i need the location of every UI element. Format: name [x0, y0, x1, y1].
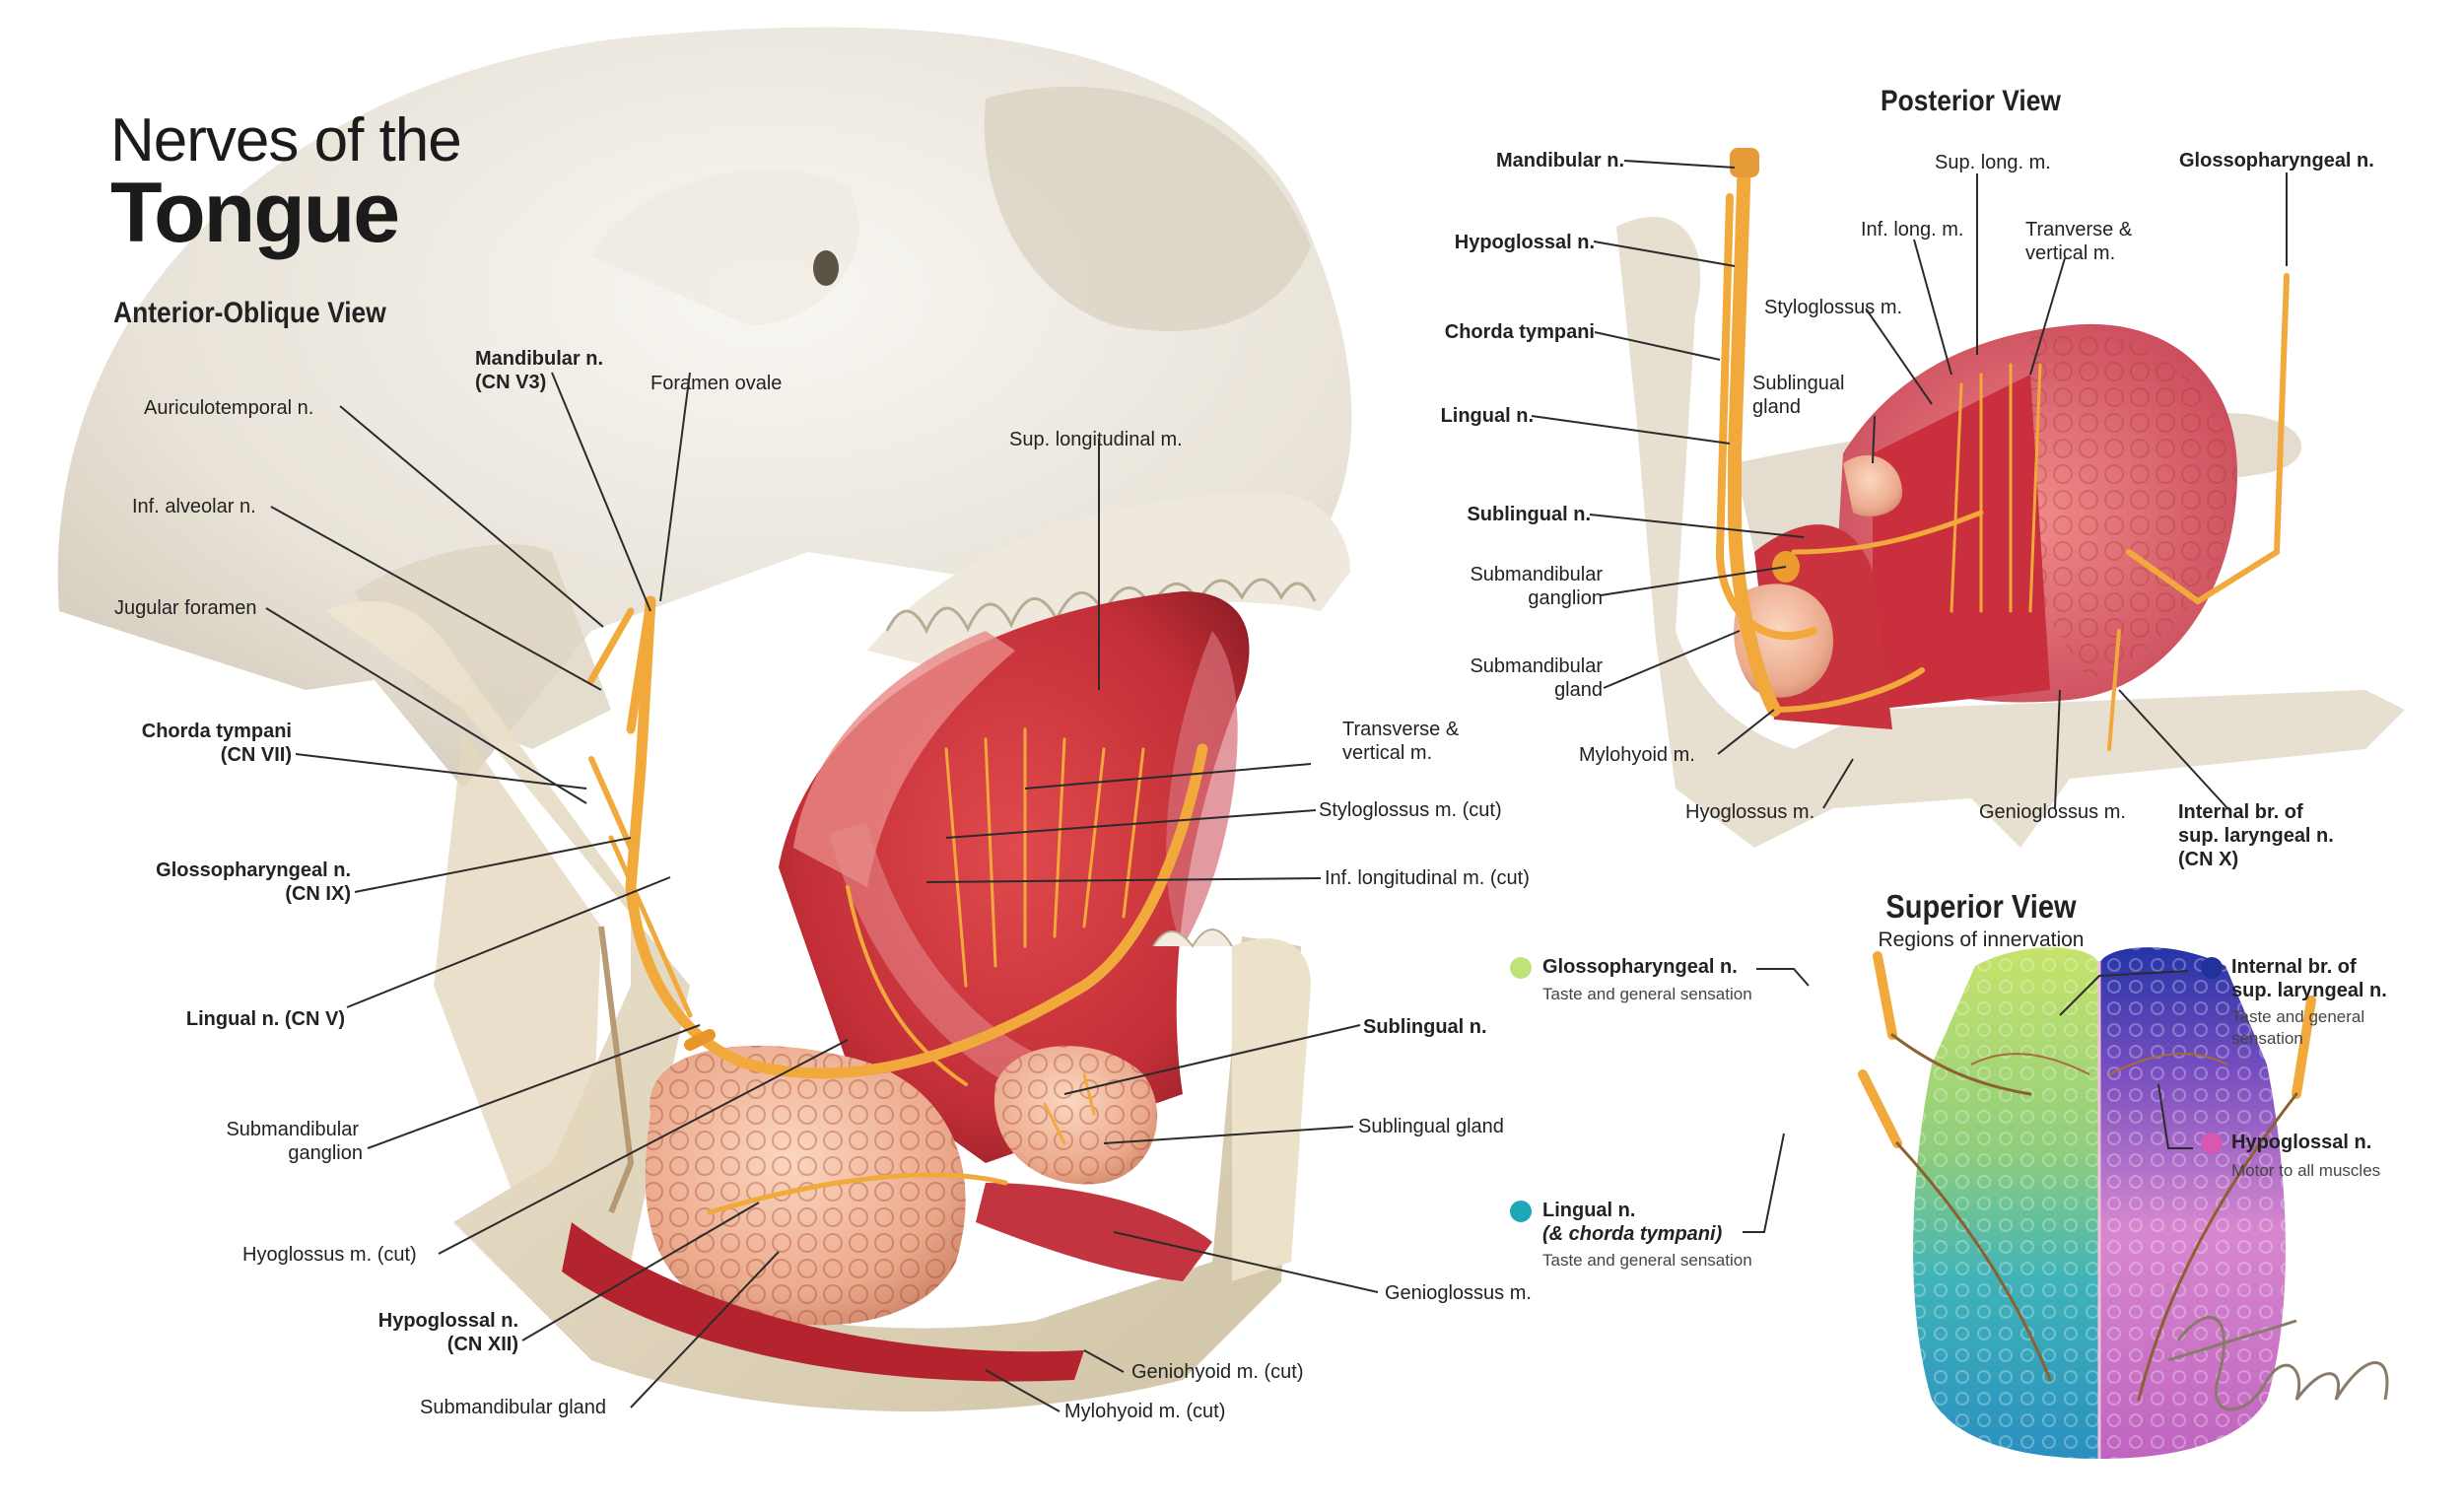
post-label-subm-gland-2: gland [1554, 679, 1603, 701]
post-label-glossopharyngeal: Glossopharyngeal n. [2179, 150, 2374, 172]
label-foramen-ovale: Foramen ovale [650, 373, 783, 394]
legend-glossopharyngeal-name: Glossopharyngeal n. [1542, 956, 1738, 978]
post-label-transverse-2: vertical m. [2025, 242, 2116, 264]
legend-dot-hypoglossal [2201, 1133, 2223, 1154]
post-label-mylohyoid: Mylohyoid m. [1579, 744, 1695, 766]
leader-lines [265, 160, 2288, 1412]
skull [57, 27, 1352, 789]
label-chorda-tympani: Chorda tympani [141, 721, 292, 742]
tongue-anterior [779, 591, 1250, 1163]
legend-internal-desc-2: sensation [2231, 1029, 2303, 1048]
legend-hypoglossal-desc: Motor to all muscles [2231, 1161, 2381, 1180]
label-lingual-n: Lingual n. (CN V) [185, 1008, 345, 1030]
label-chorda-cn: (CN VII) [220, 744, 292, 766]
post-label-subm-ganglion-1: Submandibular [1470, 564, 1603, 585]
label-jugular-foramen: Jugular foramen [114, 597, 257, 619]
sublingual-gland [993, 1046, 1158, 1185]
legend-dot-internal-branch [2201, 957, 2223, 979]
legend-lingual-name-1: Lingual n. [1542, 1200, 1636, 1221]
post-label-sublingual: Sublingual n. [1467, 504, 1591, 525]
nerves-posterior [1715, 148, 2290, 751]
post-label-sup-long: Sup. long. m. [1935, 152, 2051, 173]
label-mandibular-cn: (CN V3) [475, 372, 547, 393]
post-label-chorda: Chorda tympani [1444, 321, 1595, 343]
label-submandibular-gland: Submandibular gland [420, 1397, 607, 1418]
post-label-styloglossus: Styloglossus m. [1764, 297, 1903, 318]
legend-dot-lingual [1510, 1201, 1532, 1222]
label-glossopharyngeal-cn: (CN IX) [285, 883, 351, 905]
genioglossus-muscle [562, 1183, 1212, 1382]
label-styloglossus-cut: Styloglossus m. (cut) [1319, 799, 1502, 821]
label-inf-alveolar: Inf. alveolar n. [132, 496, 256, 517]
label-subm-ganglion-2: ganglion [288, 1142, 363, 1164]
post-label-subm-gland-1: Submandibular [1470, 655, 1603, 677]
artist-signature [2154, 1291, 2400, 1439]
posterior-view-heading: Posterior View [1881, 85, 2061, 117]
label-auriculotemporal: Auriculotemporal n. [144, 397, 314, 419]
post-label-internal-1: Internal br. of [2178, 801, 2303, 823]
legend-glossopharyngeal-desc: Taste and general sensation [1542, 985, 1752, 1003]
legend-hypoglossal-name: Hypoglossal n. [2231, 1132, 2372, 1153]
legend-lingual-name-2: (& chorda tympani) [1542, 1223, 1723, 1245]
label-mylohyoid-cut: Mylohyoid m. (cut) [1064, 1401, 1226, 1422]
label-glossopharyngeal: Glossopharyngeal n. [156, 859, 351, 881]
post-label-hypoglossal: Hypoglossal n. [1454, 232, 1595, 253]
nerves-anterior [587, 595, 1208, 1215]
label-sublingual-n: Sublingual n. [1363, 1016, 1487, 1038]
post-label-inf-long: Inf. long. m. [1861, 219, 1964, 241]
post-label-internal-2: sup. laryngeal n. [2178, 825, 2334, 847]
signature-mark [2167, 1316, 2389, 1411]
anterior-view-heading: Anterior-Oblique View [113, 297, 386, 329]
label-geniohyoid-cut: Geniohyoid m. (cut) [1131, 1361, 1304, 1383]
label-sublingual-gland: Sublingual gland [1358, 1116, 1504, 1137]
post-label-genioglossus: Genioglossus m. [1979, 801, 2126, 823]
title-line-2: Tongue [110, 166, 400, 260]
post-label-hyoglossus: Hyoglossus m. [1685, 801, 1815, 823]
post-label-internal-3: (CN X) [2178, 849, 2239, 870]
nerves-superior [1858, 951, 2316, 1402]
legend-internal-name-1: Internal br. of [2231, 956, 2357, 978]
label-hypoglossal-cn: (CN XII) [446, 1334, 518, 1355]
superior-view-subheading: Regions of innervation [1878, 928, 2085, 951]
label-mandibular-n: Mandibular n. [475, 348, 603, 370]
label-transverse-2: vertical m. [1342, 742, 1433, 764]
label-subm-ganglion-1: Submandibular [226, 1119, 359, 1140]
post-label-sublingual-gland-1: Sublingual [1752, 373, 1845, 394]
post-label-subm-ganglion-2: ganglion [1528, 587, 1603, 609]
label-sup-longitudinal: Sup. longitudinal m. [1009, 429, 1183, 450]
post-label-sublingual-gland-2: gland [1752, 396, 1801, 418]
legend-internal-desc-1: Taste and general [2231, 1007, 2365, 1026]
submandibular-gland [645, 1045, 966, 1326]
post-label-mandibular: Mandibular n. [1496, 150, 1624, 172]
label-inf-longitudinal-cut: Inf. longitudinal m. (cut) [1325, 867, 1530, 889]
label-hyoglossus-cut: Hyoglossus m. (cut) [242, 1244, 417, 1266]
post-label-lingual: Lingual n. [1440, 405, 1534, 427]
label-hypoglossal: Hypoglossal n. [377, 1310, 518, 1332]
label-genioglossus: Genioglossus m. [1385, 1282, 1532, 1304]
legend-dot-glossopharyngeal [1510, 957, 1532, 979]
legend-internal-name-2: sup. laryngeal n. [2231, 980, 2387, 1001]
post-label-transverse-1: Tranverse & [2025, 219, 2133, 241]
title-line-1: Nerves of the [110, 106, 462, 174]
label-transverse-1: Transverse & [1342, 719, 1460, 740]
legend-lingual-desc: Taste and general sensation [1542, 1251, 1752, 1270]
superior-view-heading: Superior View [1885, 888, 2077, 925]
